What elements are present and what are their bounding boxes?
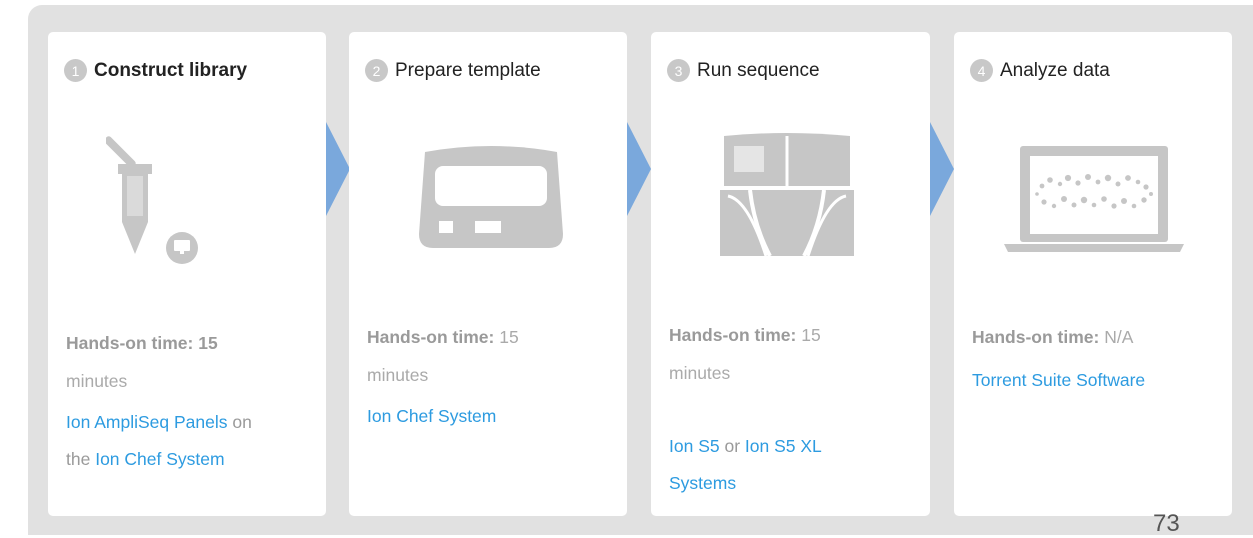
hands-on-time: Hands-on time: N/A (972, 318, 1212, 356)
torrent-suite-software-link[interactable]: Torrent Suite Software (972, 370, 1146, 390)
step-card-4: 4 Analyze data Hands-on time: N/A Torren… (954, 32, 1232, 516)
step-header: 3 Run sequence (667, 59, 820, 82)
step-number-badge: 2 (365, 59, 388, 82)
connector-text: or (724, 436, 741, 456)
hands-on-time: Hands-on time: 15 minutes (669, 316, 909, 392)
step-number-badge: 3 (667, 59, 690, 82)
hands-on-time: Hands-on time: 15 minutes (66, 324, 306, 400)
hands-on-label: Hands-on time: (367, 327, 495, 347)
ion-s5-link[interactable]: Ion S5 (669, 436, 720, 456)
step-header: 2 Prepare template (365, 59, 541, 82)
step-card-2: 2 Prepare template Hands-on time: 15 min… (349, 32, 627, 516)
hands-on-value: 15 (801, 325, 821, 345)
ion-chef-system-link[interactable]: Ion Chef System (367, 406, 497, 426)
step-products: Ion S5 or Ion S5 XL Systems (669, 428, 914, 502)
step-products: Torrent Suite Software (972, 362, 1217, 399)
sequencer-icon (720, 133, 854, 257)
tube-icon (106, 136, 198, 264)
step-title: Prepare template (395, 59, 541, 81)
flow-arrow-icon (326, 122, 350, 216)
ion-s5-xl-link[interactable]: Ion S5 XL (744, 436, 822, 456)
step-card-3: 3 Run sequence Hands-on time: 15 minutes… (651, 32, 930, 516)
step-card-1: 1 Construct library Hands-on time: 15 mi… (48, 32, 326, 516)
ion-ampliseq-panels-link[interactable]: Ion AmpliSeq Panels (66, 412, 228, 432)
flow-arrow-icon (930, 122, 954, 216)
systems-link[interactable]: Systems (669, 473, 737, 493)
step-products: Ion AmpliSeq Panels on the Ion Chef Syst… (66, 404, 311, 478)
hands-on-label: Hands-on time: (66, 333, 194, 353)
connector-text: on (232, 412, 252, 432)
step-title: Construct library (94, 59, 248, 81)
ion-chef-system-link[interactable]: Ion Chef System (95, 449, 225, 469)
step-products: Ion Chef System (367, 398, 612, 435)
hands-on-label: Hands-on time: (972, 327, 1100, 347)
step-header: 1 Construct library (64, 59, 247, 82)
step-header: 4 Analyze data (970, 59, 1110, 82)
step-number-badge: 4 (970, 59, 993, 82)
step-title: Run sequence (697, 59, 820, 81)
hands-on-unit: minutes (367, 365, 429, 385)
connector-text: the (66, 449, 91, 469)
hands-on-time: Hands-on time: 15 minutes (367, 318, 607, 394)
hands-on-unit: minutes (669, 363, 731, 383)
page-number: 73 (1153, 510, 1180, 537)
hands-on-unit: minutes (66, 371, 128, 391)
flow-arrow-icon (627, 122, 651, 216)
hands-on-value: N/A (1104, 327, 1134, 347)
hands-on-value: 15 (499, 327, 519, 347)
hands-on-label: Hands-on time: (669, 325, 797, 345)
hands-on-value: 15 (198, 333, 218, 353)
laptop-icon (1004, 146, 1184, 252)
step-title: Analyze data (1000, 59, 1110, 81)
chef-instrument-icon (419, 146, 563, 248)
step-number-badge: 1 (64, 59, 87, 82)
